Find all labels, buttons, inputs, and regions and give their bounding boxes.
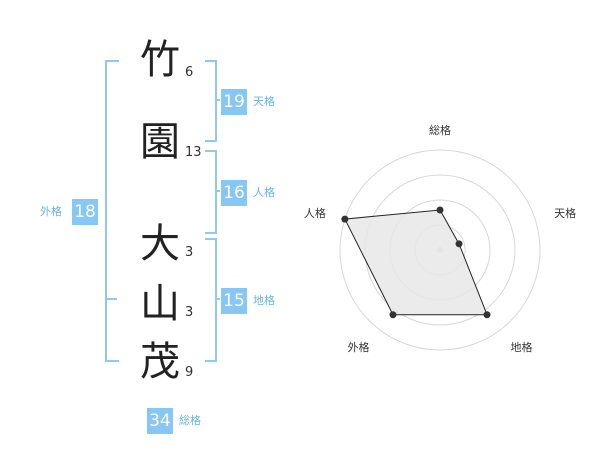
radar-axis-label-3: 地格 <box>511 340 533 354</box>
radar-point-5 <box>341 215 349 223</box>
radar-axis-label-1: 総格 <box>429 123 451 137</box>
stroke-count-4: 3 <box>185 305 194 320</box>
chikaku-label: 地格 <box>253 294 275 307</box>
stroke-count-2: 13 <box>185 145 202 160</box>
gaikaku-bracket-divider <box>105 298 117 300</box>
chikaku-tick <box>215 298 220 300</box>
radar-axis-label-5: 人格 <box>304 206 326 220</box>
gaikaku-badge: 18 <box>72 199 98 225</box>
radar-point-3 <box>483 311 491 319</box>
chikaku-badge: 15 <box>221 288 247 314</box>
radar-points <box>341 206 491 319</box>
gaikaku-bracket <box>105 60 119 362</box>
stroke-count-3: 3 <box>185 245 194 260</box>
radar-point-4 <box>389 311 397 319</box>
radar-point-1 <box>436 206 444 214</box>
radar-axis-label-4: 外格 <box>347 340 369 354</box>
tenkaku-label: 天格 <box>253 95 275 108</box>
given-char-2: 山 <box>140 281 180 327</box>
soukaku-badge: 34 <box>147 408 173 434</box>
jinkaku-badge: 16 <box>221 180 247 206</box>
tenkaku-badge: 19 <box>221 89 247 115</box>
surname-char-2: 園 <box>140 119 180 165</box>
radar-polygon <box>344 209 488 316</box>
chikaku-bracket <box>205 238 217 362</box>
radar-point-2 <box>455 240 463 248</box>
soukaku-label: 総格 <box>179 414 201 427</box>
radar-axis-label-2: 天格 <box>554 206 576 220</box>
gaikaku-label: 外格 <box>40 205 62 218</box>
stroke-count-1: 6 <box>185 65 194 80</box>
jinkaku-bracket <box>205 150 217 234</box>
radar-ring <box>339 149 541 351</box>
surname-char-1: 竹 <box>140 37 180 83</box>
stroke-count-5: 9 <box>185 365 194 380</box>
given-char-3: 茂 <box>140 339 180 385</box>
given-char-1: 大 <box>140 221 180 267</box>
tenkaku-bracket <box>205 60 217 142</box>
tenkaku-tick <box>215 99 220 101</box>
jinkaku-label: 人格 <box>253 186 275 199</box>
jinkaku-tick <box>215 190 220 192</box>
